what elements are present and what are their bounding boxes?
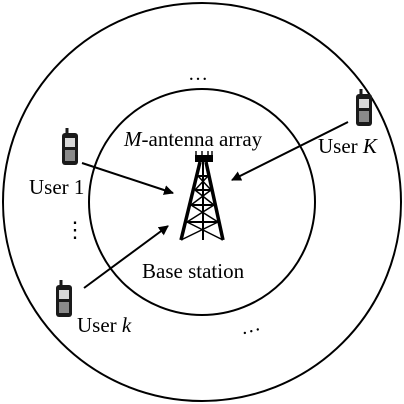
array-label: M-antenna array bbox=[123, 127, 263, 151]
base-station-label: Base station bbox=[142, 259, 245, 283]
user-k-label: User k bbox=[77, 313, 132, 337]
uplink-arrow-user-K bbox=[231, 121, 349, 181]
inner-cell-circle bbox=[88, 88, 316, 316]
uplink-arrow-user-k bbox=[83, 225, 169, 289]
uplink-arrow-user-1 bbox=[81, 162, 174, 195]
user-K-label: User K bbox=[318, 134, 378, 158]
mobile-phone-icon bbox=[56, 280, 72, 317]
mobile-phone-icon bbox=[356, 89, 372, 126]
user-1-label: User 1 bbox=[29, 175, 84, 199]
mobile-phone-icon bbox=[62, 128, 78, 165]
antenna-tower-icon bbox=[179, 151, 225, 241]
ellipsis-left-vertical: ⋮ bbox=[64, 217, 86, 242]
ellipsis-bottom-right: … bbox=[238, 313, 263, 339]
ellipsis-top: … bbox=[188, 63, 208, 85]
